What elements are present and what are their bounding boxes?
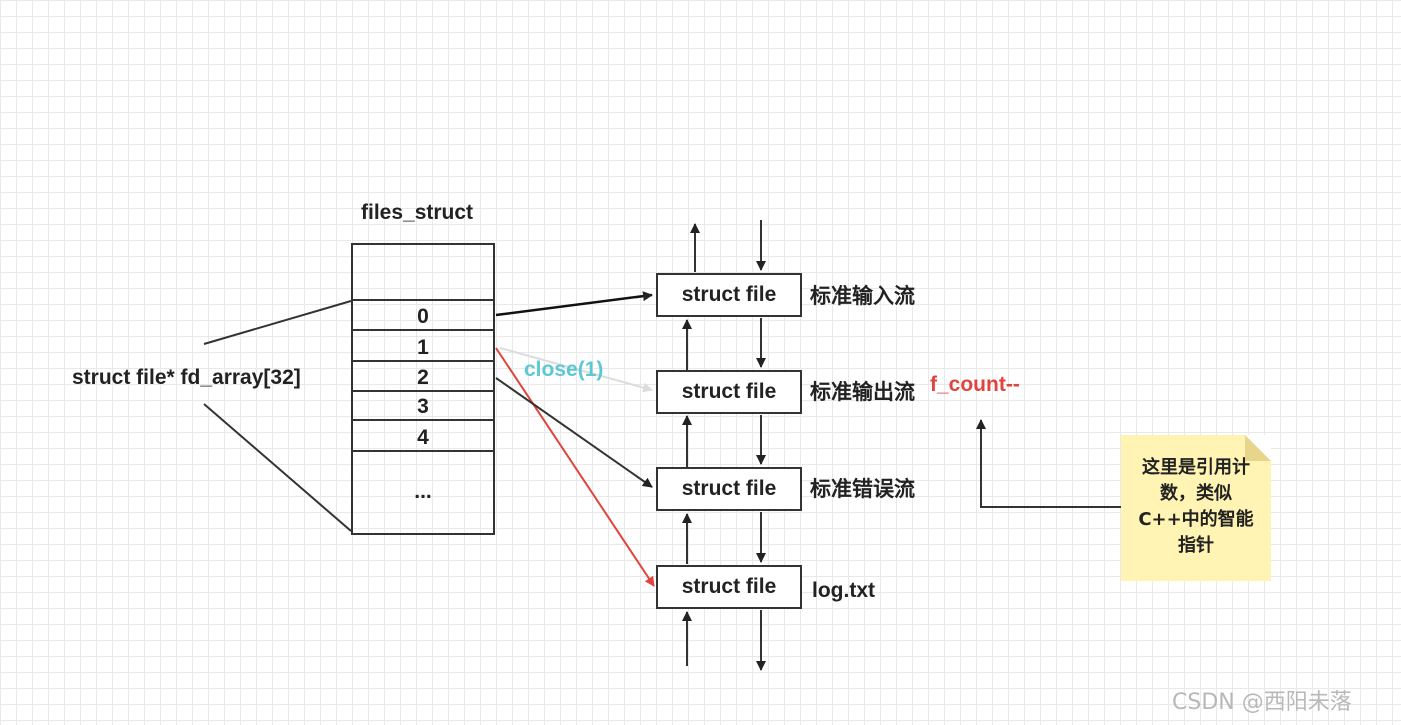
struct-file-stdout: struct file (656, 370, 802, 414)
stream-label-stdout: 标准输出流 (810, 380, 915, 404)
fd-slot-2: 2 (417, 366, 429, 389)
files-struct-title: files_struct (361, 201, 474, 224)
struct-file-stdin: struct file (656, 273, 802, 317)
arrow-fd0-stdin (495, 291, 653, 317)
arrow-fd1-stdout-closed (499, 347, 653, 393)
fd-slot-1: 1 (417, 336, 429, 359)
files-struct-table (351, 243, 495, 535)
fd-array-label: struct file* fd_array[32] (72, 366, 301, 389)
struct-file-stderr: struct file (656, 467, 802, 511)
fd-table-dividers (351, 299, 495, 452)
close-call-label: close(1) (524, 358, 604, 381)
fd-slot-ellipsis: ... (414, 480, 432, 503)
fd-array-brace-top (203, 300, 352, 345)
fd-array-brace-bottom (203, 403, 352, 532)
f-count-label: f_count-- (930, 373, 1020, 396)
stream-label-stderr: 标准错误流 (810, 477, 915, 501)
note-connector (976, 419, 1121, 508)
arrow-fd2-stderr (495, 377, 653, 488)
chain-arrows (682, 220, 766, 671)
stream-label-stdin: 标准输入流 (810, 284, 915, 308)
fd-slot-0: 0 (417, 305, 429, 328)
stream-label-logtxt: log.txt (812, 579, 875, 602)
sticky-note-fold (1245, 435, 1271, 461)
arrow-fd1-logtxt (495, 347, 655, 587)
struct-file-logtxt: struct file (656, 565, 802, 609)
watermark: CSDN @西阳未落 (1172, 690, 1352, 715)
fd-slot-4: 4 (417, 426, 429, 449)
fd-slot-3: 3 (417, 395, 429, 418)
